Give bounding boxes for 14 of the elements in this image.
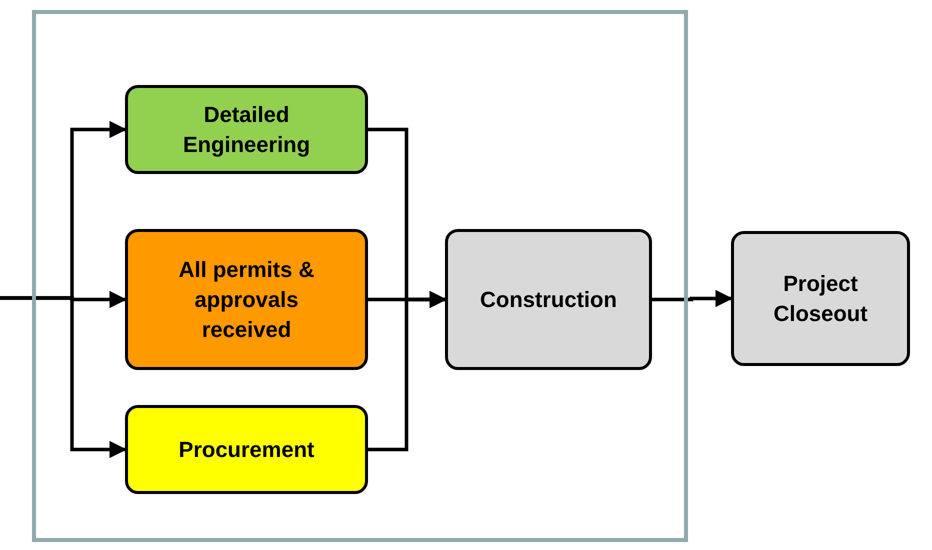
process-box [731,231,910,366]
box-label: All permits & approvals received [178,256,316,344]
process-box [125,229,368,370]
box-label: Construction [480,286,617,314]
process-box [125,405,368,494]
container-frame [32,10,688,542]
process-box [445,229,652,370]
arrow [368,290,447,452]
arrow [652,290,733,308]
box-label: Project Closeout [772,270,869,328]
box-label: Detailed Engineering [182,100,312,159]
process-box [125,85,368,174]
arrow [0,296,127,458]
box-label: Procurement [178,436,314,464]
